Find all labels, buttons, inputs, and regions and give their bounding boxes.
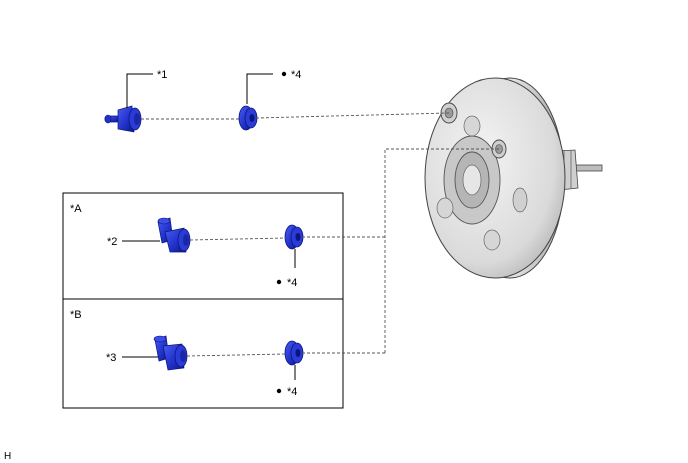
brake-booster [424, 77, 603, 279]
variant-box-b [62, 298, 344, 409]
callout-4-top: *4 [291, 69, 301, 81]
bullet-b [276, 388, 282, 394]
bullet-a [276, 279, 282, 285]
variant-label-b: *B [70, 309, 82, 321]
variant-box-a [62, 192, 344, 300]
check-valve-part-1 [104, 105, 142, 133]
elbow-fitting-part-3 [153, 335, 188, 371]
figure-code: H [4, 451, 11, 462]
callout-2: *2 [107, 236, 117, 248]
elbow-fitting-part-2 [157, 217, 191, 253]
callout-4-a: *4 [287, 277, 297, 289]
callout-1: *1 [157, 69, 167, 81]
grommet-a [284, 224, 304, 250]
callout-3: *3 [106, 352, 116, 364]
grommet-b [284, 340, 304, 366]
bullet-top [281, 71, 287, 77]
assembly-lines [141, 112, 499, 357]
leader-lines [122, 73, 296, 380]
grommet-top [238, 105, 258, 131]
variant-label-a: *A [70, 203, 82, 215]
callout-4-b: *4 [287, 386, 297, 398]
